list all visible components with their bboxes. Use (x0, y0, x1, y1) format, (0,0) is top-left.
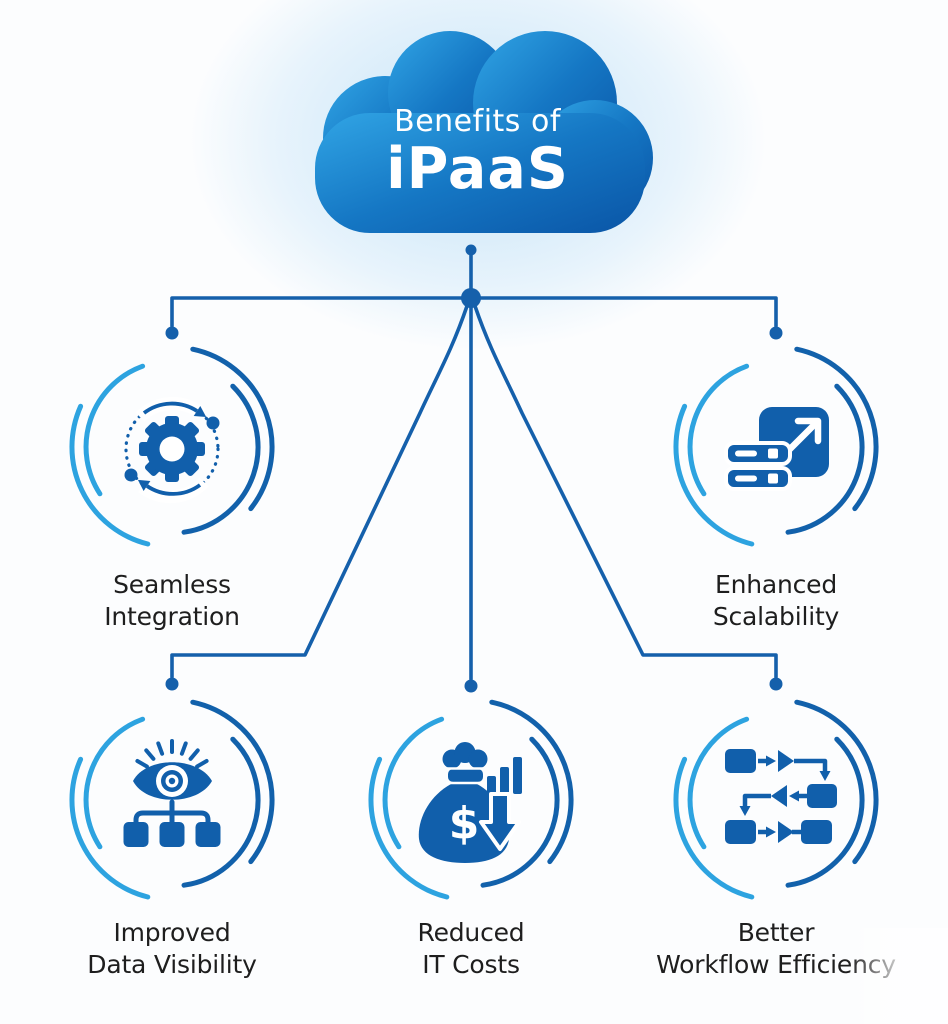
title-line1: Benefits of (394, 104, 561, 139)
benefit-node-seamless-integration (64, 339, 280, 555)
connector-dot (464, 679, 478, 693)
cloud-shape (315, 31, 653, 233)
label-line: Scalability (712, 602, 840, 631)
label-line: IT Costs (422, 950, 520, 979)
benefit-node-improved-data-visibility (64, 692, 280, 908)
connector-dot (165, 677, 179, 691)
label-line: Seamless (113, 570, 231, 599)
connector-dot (165, 326, 179, 340)
cloud-title: Benefits of iPaaS (295, 18, 660, 198)
flowchart-icon (668, 692, 884, 908)
benefit-label-reduced-it-costs: Reduced IT Costs (418, 917, 525, 981)
label-line: Better (737, 918, 815, 947)
money-bag-down-arrow-icon: $ (363, 692, 579, 908)
label-line: Improved (113, 918, 231, 947)
label-line: Workflow Efficiency (656, 950, 896, 979)
label-line: Enhanced (714, 570, 838, 599)
benefit-label-improved-data-visibility: Improved Data Visibility (87, 917, 257, 981)
connector-dot (769, 326, 783, 340)
eye-network-icon (64, 692, 280, 908)
benefit-node-reduced-it-costs: $ (363, 692, 579, 908)
connector-dot (465, 244, 477, 256)
connector-hub-dot (461, 288, 481, 308)
title-line2: iPaaS (386, 136, 569, 202)
svg-text:$: $ (449, 798, 480, 849)
benefit-label-enhanced-scalability: Enhanced Scalability (712, 569, 840, 633)
benefit-node-better-workflow-efficiency (668, 692, 884, 908)
label-line: Integration (104, 602, 240, 631)
benefit-label-better-workflow-efficiency: Better Workflow Efficiency (656, 917, 896, 981)
server-expand-icon (668, 339, 884, 555)
label-line: Reduced (417, 918, 525, 947)
label-line: Data Visibility (87, 950, 257, 979)
connector-dot (769, 677, 783, 691)
benefit-node-enhanced-scalability (668, 339, 884, 555)
benefit-label-seamless-integration: Seamless Integration (104, 569, 240, 633)
sync-gear-icon (64, 339, 280, 555)
